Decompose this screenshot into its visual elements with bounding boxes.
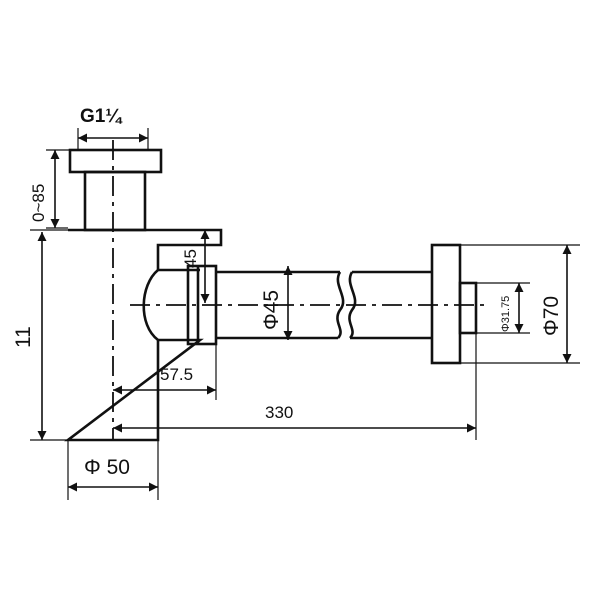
flange-sleeve xyxy=(458,281,478,335)
height-adjust-label: 0~85 xyxy=(29,184,48,222)
dim-outlet-drop: 45 xyxy=(181,230,210,303)
pipe-break-right xyxy=(348,271,357,339)
outlet-drop-label: 45 xyxy=(181,249,200,268)
pipe-diameter-label: Φ45 xyxy=(260,290,283,330)
flange-diameter-label: Φ70 xyxy=(540,296,563,336)
pipe-break-left xyxy=(336,271,345,339)
pipe-right-section xyxy=(350,270,432,340)
dim-length: 330 xyxy=(113,333,477,440)
thread-label: G1¼ xyxy=(80,106,123,127)
neck-tube xyxy=(83,170,147,232)
body-diameter-label: Φ 50 xyxy=(84,456,130,479)
dim-thread: G1¼ xyxy=(77,106,149,150)
top-cap xyxy=(68,148,163,174)
dim-inner-diameter: Φ31.75 xyxy=(476,282,530,334)
dim-body-height: 11 xyxy=(12,229,68,441)
dim-offset: 57.5 xyxy=(113,344,217,400)
body-height-label: 11 xyxy=(12,326,35,348)
offset-label: 57.5 xyxy=(160,365,193,384)
dim-body-diameter: Φ 50 xyxy=(67,440,159,500)
dim-height-adjust: 0~85 xyxy=(29,149,70,229)
inner-diameter-label: Φ31.75 xyxy=(500,296,512,332)
dim-flange-diameter: Φ70 xyxy=(460,244,580,364)
dim-pipe-diameter: Φ45 xyxy=(260,266,293,340)
horizontal-pipe xyxy=(216,270,340,340)
length-label: 330 xyxy=(265,403,293,422)
wall-flange xyxy=(430,243,462,365)
